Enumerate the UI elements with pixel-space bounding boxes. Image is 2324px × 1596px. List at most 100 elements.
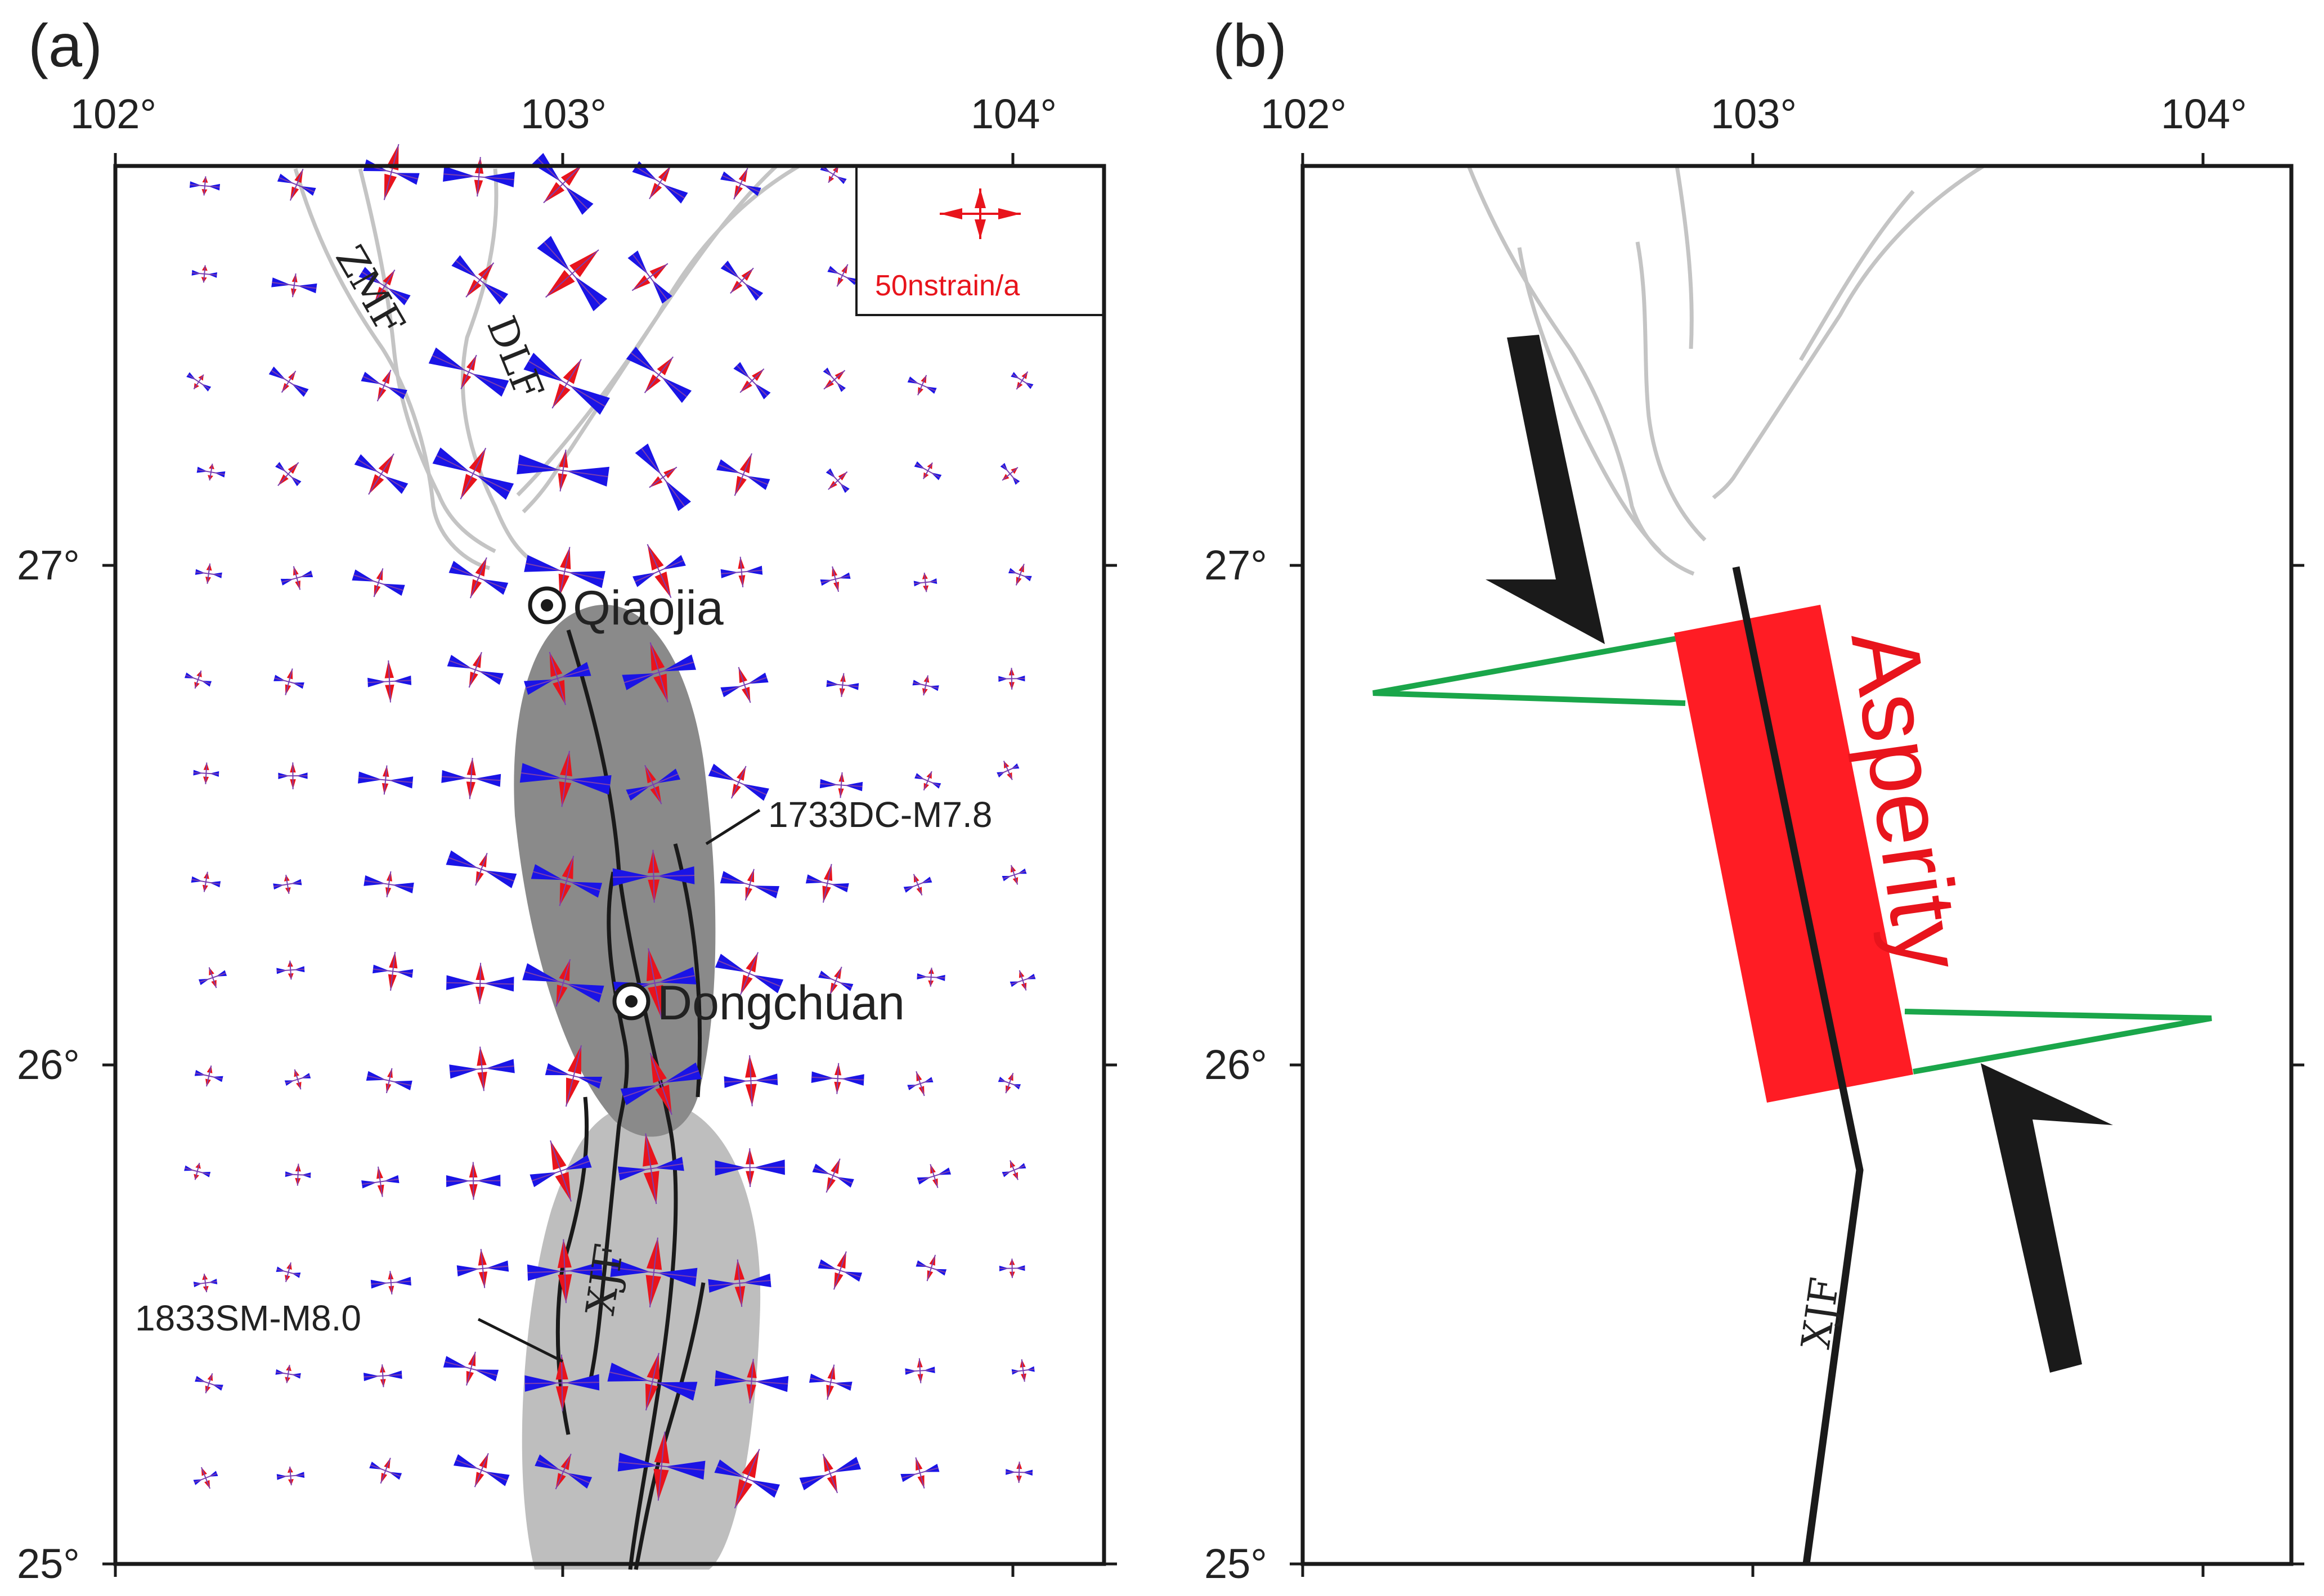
- strain-axis-line: [836, 264, 849, 287]
- strain-axis-line: [203, 1274, 208, 1293]
- compression-arrow: [656, 1382, 698, 1401]
- extension-arrow: [466, 1370, 474, 1386]
- compression-arrow: [566, 983, 604, 1003]
- strain-axis-line: [469, 557, 487, 599]
- extension-arrow: [742, 1449, 760, 1478]
- lon-tick-103-a: 103°: [521, 91, 607, 137]
- strain-axis-line: [383, 144, 400, 200]
- compression-arrow: [607, 1363, 649, 1382]
- compression-arrow: [545, 1063, 571, 1076]
- strain-axis-line: [194, 670, 202, 689]
- lon-tick-104-a: 104°: [971, 91, 1057, 137]
- extension-arrow: [645, 765, 657, 784]
- extension-arrow: [650, 642, 665, 671]
- strain-axis-line: [737, 1259, 743, 1307]
- strain-axis-line: [923, 462, 933, 479]
- compression-arrow: [396, 969, 414, 978]
- compression-arrow: [299, 186, 316, 196]
- strain-axis-line: [289, 960, 292, 980]
- minor-faults-b: [1466, 164, 1985, 576]
- slip-profile-north: [1372, 636, 1686, 706]
- compression-arrow: [389, 776, 414, 789]
- strain-axis-line: [368, 453, 394, 495]
- strain-axis-line: [823, 370, 846, 390]
- extension-arrow: [477, 1072, 487, 1091]
- compression-arrow: [523, 352, 564, 383]
- compression-arrow: [519, 763, 563, 783]
- extension-arrow: [558, 1274, 572, 1303]
- compression-arrow: [369, 1462, 383, 1470]
- extension-arrow: [475, 871, 484, 886]
- compression-arrow: [474, 774, 501, 787]
- strain-axis-line: [460, 354, 477, 390]
- compression-arrow: [714, 1370, 748, 1387]
- strain-axis-line: [203, 871, 208, 892]
- strain-axis-line: [207, 563, 211, 584]
- extension-arrow: [932, 1178, 938, 1188]
- extension-arrow: [382, 370, 391, 384]
- extension-arrow: [834, 966, 842, 979]
- compression-arrow: [527, 1264, 562, 1281]
- panel-a-label: (a): [28, 11, 102, 79]
- compression-arrow: [366, 1071, 386, 1081]
- strain-axis-line: [555, 1453, 572, 1490]
- extension-arrow: [734, 475, 747, 496]
- compression-arrow: [818, 970, 833, 980]
- strain-axis-line: [822, 1454, 838, 1494]
- panel-b: (b) Asperity XJF 102: [1204, 11, 2304, 1587]
- lon-tick-102-b: 102°: [1260, 91, 1347, 137]
- extension-arrow: [823, 1454, 833, 1472]
- panel-b-label: (b): [1213, 11, 1287, 79]
- compression-arrow: [195, 1375, 206, 1382]
- extension-arrow: [563, 359, 581, 384]
- compression-arrow: [656, 768, 681, 784]
- extension-arrow: [378, 453, 394, 474]
- compression-arrow: [387, 287, 411, 305]
- compression-arrow: [560, 662, 591, 678]
- lat-tick-27-b: 27°: [1204, 542, 1267, 588]
- extension-arrow: [469, 671, 478, 688]
- extension-arrow: [469, 448, 486, 474]
- strain-axis-line: [565, 1045, 582, 1107]
- extension-arrow: [552, 383, 571, 408]
- extension-arrow: [474, 1472, 484, 1487]
- compression-arrow: [569, 775, 612, 795]
- compression-arrow: [280, 578, 294, 586]
- compression-arrow: [566, 1473, 593, 1489]
- compression-arrow: [811, 1071, 835, 1084]
- compression-arrow: [657, 1267, 698, 1287]
- extension-arrow: [555, 1172, 571, 1202]
- strain-axis-line: [926, 1255, 936, 1282]
- strain-axis-line: [378, 1166, 383, 1197]
- compression-arrow: [819, 779, 838, 789]
- compression-arrow: [845, 781, 863, 792]
- compression-arrow: [665, 480, 691, 511]
- compression-arrow: [277, 173, 294, 184]
- extension-arrow: [654, 571, 671, 598]
- compression-arrow: [443, 1356, 468, 1368]
- extension-arrow: [560, 750, 572, 777]
- compression-arrow: [382, 583, 405, 596]
- strain-axis-line: [480, 1249, 486, 1288]
- extension-arrow: [478, 1249, 487, 1266]
- extension-arrow: [916, 1071, 922, 1082]
- compression-arrow: [900, 1473, 917, 1482]
- strain-axis-line: [730, 766, 747, 799]
- extension-arrow: [553, 680, 566, 705]
- fault-label-xjf-b: XJF: [1793, 1275, 1849, 1352]
- strain-axis-line: [739, 368, 765, 393]
- extension-arrow: [549, 651, 563, 677]
- extension-arrow: [567, 1045, 582, 1075]
- compression-arrow: [564, 1154, 592, 1170]
- strain-axis-line: [388, 660, 391, 703]
- compression-arrow: [485, 1059, 515, 1073]
- strain-legend: 50nstrain/a: [855, 165, 1105, 316]
- extension-arrow: [918, 1086, 925, 1096]
- compression-arrow: [352, 569, 375, 582]
- compression-arrow: [568, 570, 605, 588]
- compression-arrow: [934, 1269, 947, 1276]
- strain-axis-line: [738, 667, 751, 703]
- strain-axis-line: [1015, 564, 1025, 586]
- compression-arrow: [724, 1076, 748, 1088]
- compression-arrow: [212, 1384, 223, 1391]
